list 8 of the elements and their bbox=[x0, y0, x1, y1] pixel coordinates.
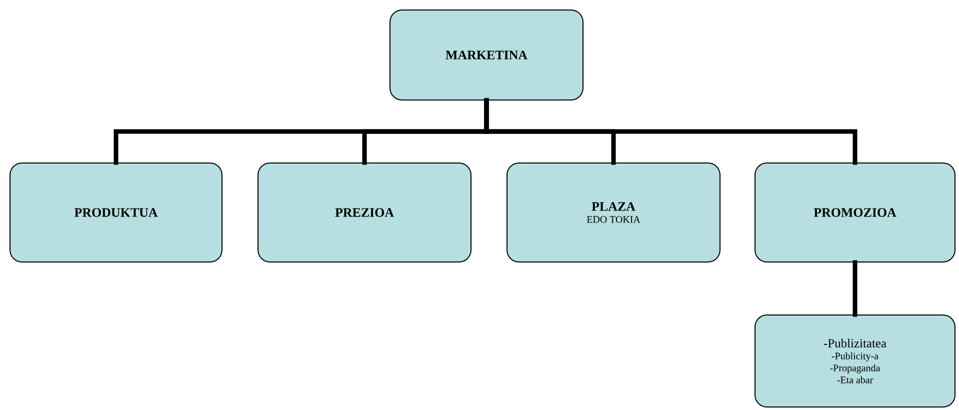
box: -Publizitatea -Publicity-a -Propaganda -Eta abar bbox=[754, 314, 956, 408]
box: PLAZA EDO TOKIA bbox=[506, 162, 720, 262]
box: PRODUKTUA bbox=[10, 162, 222, 262]
box: PROMOZIOA bbox=[754, 162, 956, 262]
connector-line bbox=[484, 98, 858, 165]
box: PREZIOA bbox=[258, 162, 472, 262]
connector-line bbox=[852, 260, 858, 317]
box: MARKETINA bbox=[390, 10, 584, 100]
